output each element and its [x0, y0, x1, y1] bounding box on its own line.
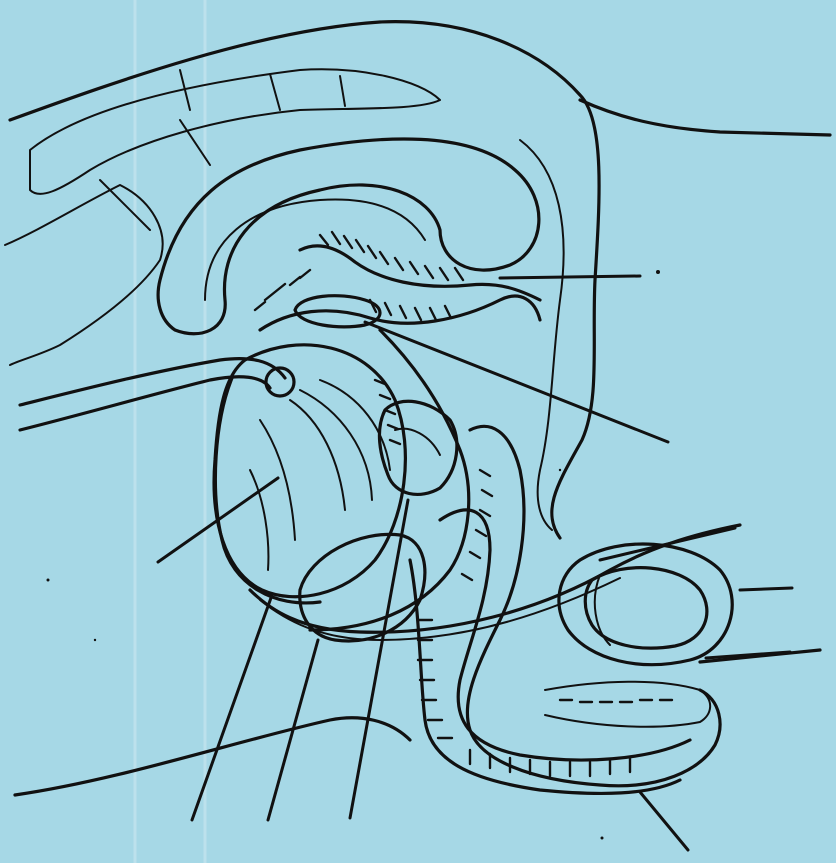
tube-upper-2: [20, 377, 270, 430]
lower-contour: [15, 718, 410, 795]
leader-1: [500, 276, 640, 278]
back-line: [580, 100, 830, 135]
leader-3: [158, 478, 278, 562]
leader-7: [740, 588, 792, 590]
inner-back-line: [520, 140, 564, 530]
spermatic-cord: [250, 525, 740, 632]
penis: [410, 426, 720, 793]
testis: [559, 544, 732, 665]
bladder: [214, 345, 405, 603]
rectum-inner: [205, 199, 425, 300]
tube-upper: [20, 359, 285, 405]
outer-body-contour: [10, 22, 599, 538]
rectum-loop: [158, 139, 539, 334]
leader-9: [640, 792, 688, 850]
leader-6: [268, 640, 318, 820]
leader-10: [600, 528, 735, 560]
leader-4: [350, 500, 408, 818]
leader-2: [365, 322, 668, 442]
spermatic-cord-inner: [260, 578, 620, 640]
